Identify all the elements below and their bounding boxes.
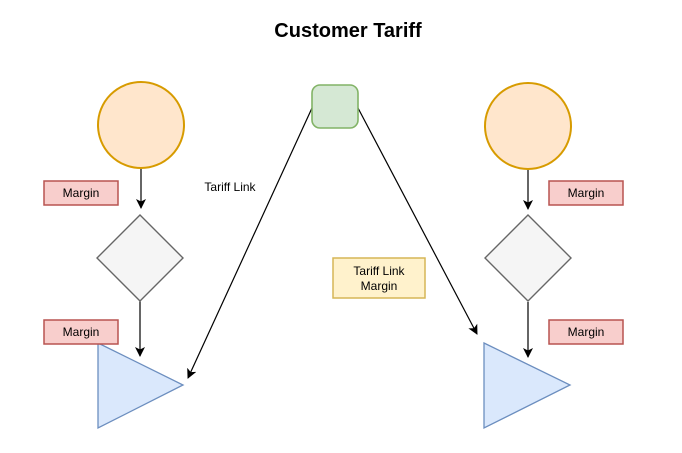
tariff-link-margin-label: Tariff Link Margin xyxy=(332,257,426,299)
customer-node-right xyxy=(484,82,572,170)
arrow-tariff-to-output-right xyxy=(357,107,478,335)
arrow-tariff-to-output-left xyxy=(187,107,313,379)
output-node-left xyxy=(97,341,185,430)
margin-label-right-bottom-box xyxy=(548,319,624,345)
decision-node-right xyxy=(484,214,572,302)
page-title: Customer Tariff xyxy=(274,20,422,42)
margin-label-right-top: Margin xyxy=(548,180,624,206)
margin-label-left-top: Margin xyxy=(43,180,119,206)
edges xyxy=(135,107,533,379)
tariff-link-margin-text-line2: Margin xyxy=(361,279,398,293)
margin-label-left-top-box xyxy=(43,180,119,206)
tariff-link-margin-box xyxy=(332,257,426,299)
margin-label-left-bottom-box xyxy=(43,319,119,345)
tariff-node xyxy=(311,84,359,129)
customer-node-left xyxy=(97,81,185,169)
decision-node-left xyxy=(96,214,184,302)
margin-label-right-top-text: Margin xyxy=(568,186,605,200)
output-node-right xyxy=(483,341,572,430)
margin-label-right-bottom: Margin xyxy=(548,319,624,345)
margin-label-left-bottom-text: Margin xyxy=(63,325,100,339)
tariff-link-label: Tariff Link xyxy=(204,180,256,194)
margin-label-right-top-box xyxy=(548,180,624,206)
margin-label-left-bottom: Margin xyxy=(43,319,119,345)
margin-label-right-bottom-text: Margin xyxy=(568,325,605,339)
margin-label-left-top-text: Margin xyxy=(63,186,100,200)
tariff-link-margin-text-line1: Tariff Link xyxy=(353,264,405,278)
